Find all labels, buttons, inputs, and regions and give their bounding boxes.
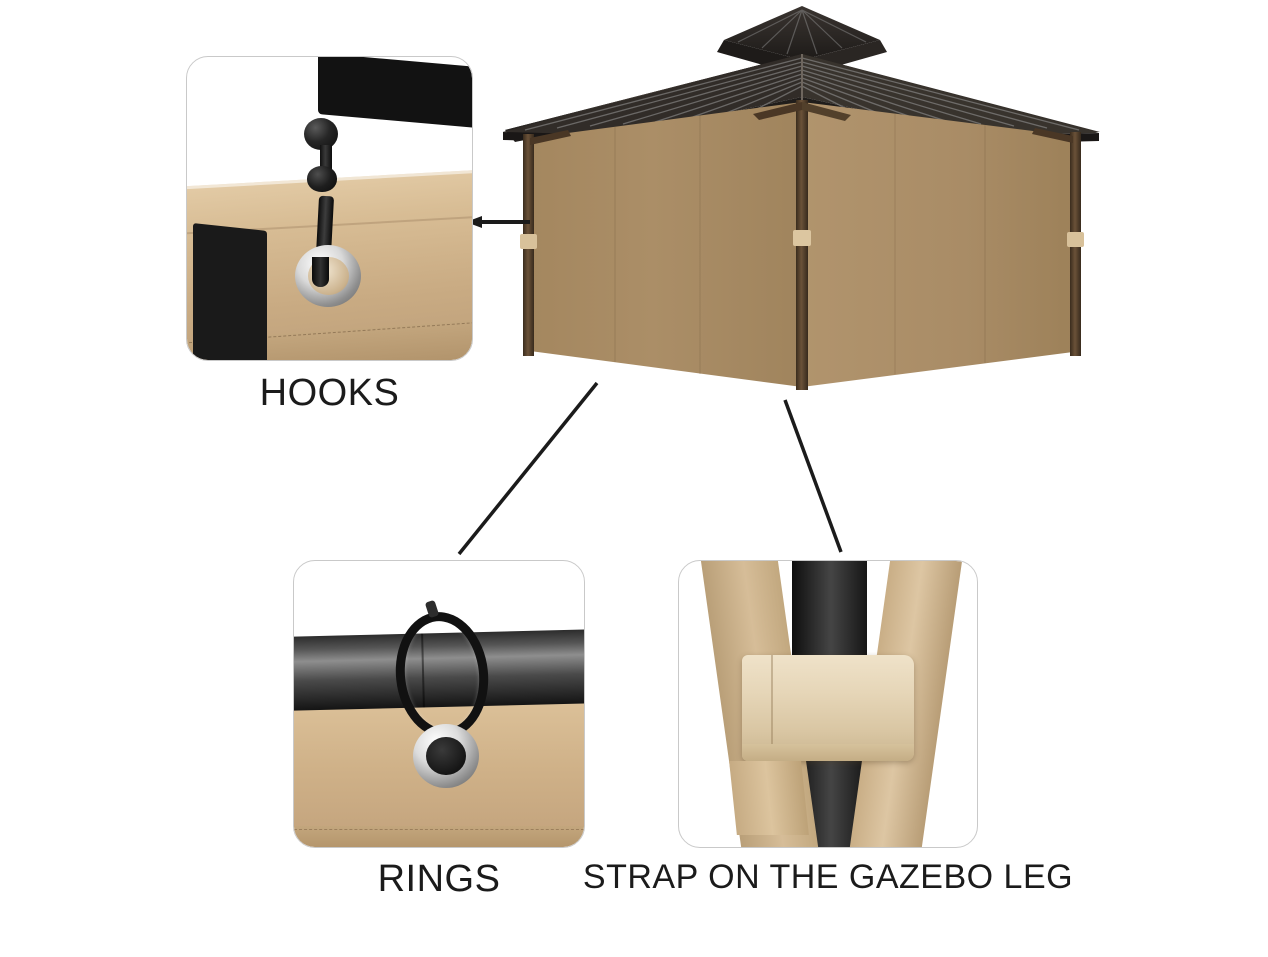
curtain-wall-right <box>802 102 1073 387</box>
roof-ribs-left <box>524 57 803 131</box>
leg-strap-right <box>1067 232 1084 247</box>
gazebo-illustration <box>495 2 1110 402</box>
fabric-grommet <box>412 724 479 789</box>
brace-right <box>1032 128 1073 143</box>
leader-to-rings-panel <box>457 381 599 556</box>
callout-rings: RINGS <box>293 560 585 905</box>
strap-photo-frame <box>678 560 978 848</box>
strap-photo <box>679 561 977 847</box>
curtain-seams <box>614 114 986 374</box>
leg-strap-center <box>793 230 811 246</box>
rings-photo <box>294 561 584 847</box>
gazebo-bracket <box>318 57 472 128</box>
curtain-tail <box>728 761 809 836</box>
hooks-photo <box>187 57 472 360</box>
hooks-label: HOOKS <box>259 372 400 414</box>
hooks-photo-frame <box>186 56 473 361</box>
hook-ball-top <box>303 117 338 150</box>
brace-center-right <box>802 102 851 121</box>
grommet-hole <box>426 736 466 776</box>
roof-main-tier <box>503 54 1100 144</box>
strap-bottom-edge <box>741 744 915 762</box>
callout-strap: STRAP ON THE GAZEBO LEG <box>583 560 1073 905</box>
roof-ribs-right <box>801 57 1080 131</box>
curtain-fabric <box>294 698 584 847</box>
rings-photo-frame <box>293 560 585 848</box>
strap-label: STRAP ON THE GAZEBO LEG <box>582 858 1074 896</box>
bracket-lip <box>192 222 267 360</box>
brace-center-left <box>753 102 802 120</box>
fabric-strap-wrap <box>741 655 915 762</box>
leg-strap-left <box>520 234 537 249</box>
fabric-hem <box>294 826 584 847</box>
strap-fold <box>770 655 773 762</box>
gazebo-drawing <box>503 6 1100 390</box>
hook-knob <box>306 166 337 193</box>
curtain-wall-left <box>530 102 802 387</box>
hook-end <box>312 256 330 287</box>
leader-to-strap-panel <box>783 399 843 553</box>
callout-hooks: HOOKS <box>186 56 473 414</box>
brace-left <box>530 130 571 145</box>
rings-label: RINGS <box>377 858 501 900</box>
